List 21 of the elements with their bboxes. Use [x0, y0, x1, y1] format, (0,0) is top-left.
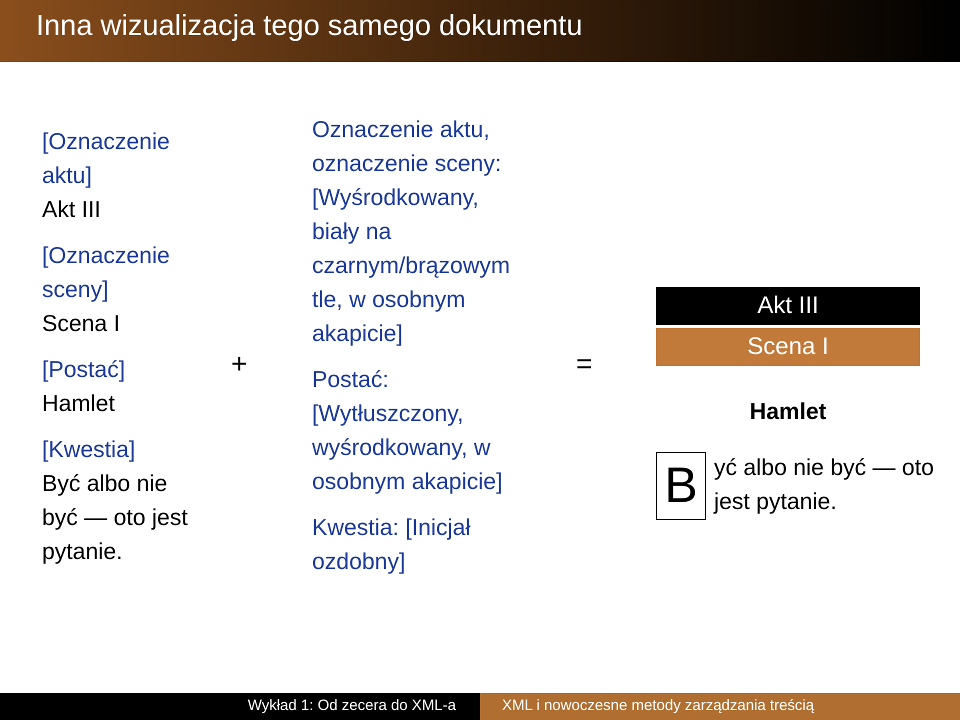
- footer-text: Wykład 1: Od zecera do XML-a: [248, 697, 456, 714]
- scene-band: Scena I: [656, 328, 920, 366]
- text-line: Akt III: [42, 195, 102, 224]
- annotation-label: [Kwestia]: [42, 435, 136, 464]
- character-name: Hamlet: [748, 398, 828, 425]
- rule-description: Postać: [Wytłuszczony, wyśrodkowany, w osobnym akapicie]: [312, 365, 504, 496]
- slide-title: Inna wizualizacja tego samego dokumentu: [36, 10, 582, 43]
- plus-sign: +: [231, 348, 248, 380]
- equals-sign: =: [576, 348, 592, 380]
- annotation-label: [Oznaczenie aktu]: [42, 127, 171, 190]
- rule-description: Kwestia: [Inicjał ozdobny]: [312, 513, 472, 576]
- drop-cap-box: B: [656, 452, 706, 520]
- text-line: Scena I: [42, 309, 121, 338]
- annotation-label: [Postać]: [42, 355, 126, 384]
- text-line: Być albo nie być — oto jest pytanie.: [42, 469, 189, 566]
- rule-description: Oznaczenie aktu, oznaczenie sceny: [Wyśrodkowany, biały na czarnym/brązowym tle, w osobnym akapicie]: [312, 115, 512, 348]
- speech-text: yć albo nie być — oto jest pytanie.: [714, 453, 934, 516]
- footer-text: XML i nowoczesne metody zarządzania treścią: [502, 697, 814, 714]
- text-line: Hamlet: [42, 389, 116, 418]
- annotation-label: [Oznaczenie sceny]: [42, 241, 171, 304]
- act-band: Akt III: [656, 287, 920, 325]
